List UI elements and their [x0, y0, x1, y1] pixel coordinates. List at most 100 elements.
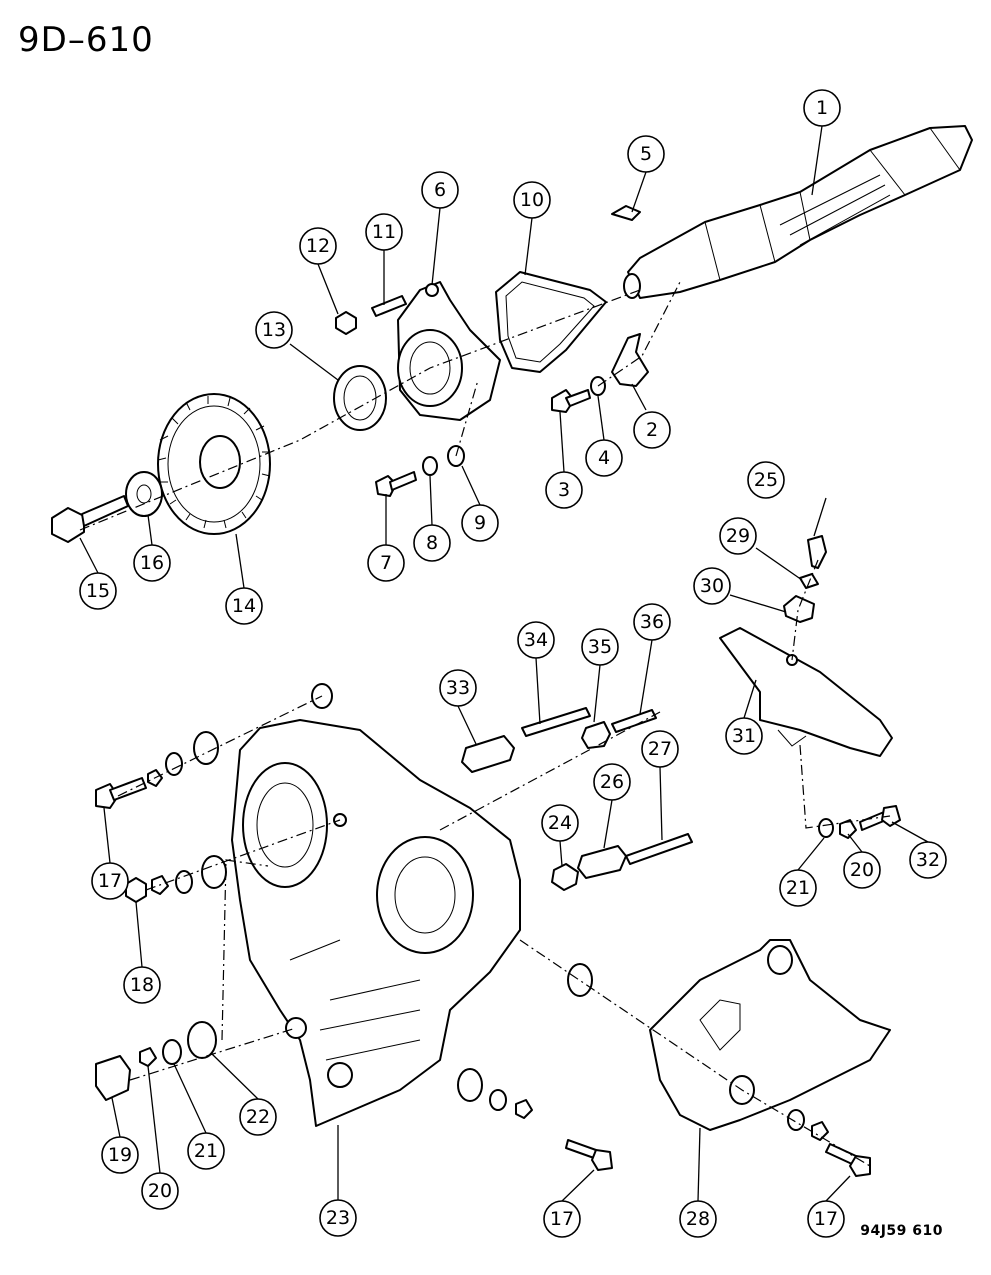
callout-33: 33	[439, 669, 477, 707]
upper-grommet	[193, 731, 219, 765]
bolt-part-17-upper	[95, 777, 147, 809]
clip-part-30	[783, 595, 815, 623]
callout-24: 24	[541, 804, 579, 842]
callout-17-right: 17	[807, 1200, 845, 1238]
bolt-part-17-lower-center	[565, 1139, 613, 1171]
seal-part-13	[333, 365, 387, 431]
callout-label: 14	[232, 595, 256, 617]
bolt-part-17-lower-right	[825, 1143, 871, 1177]
callout-20-right: 20	[843, 851, 881, 889]
upper-washer	[165, 752, 183, 776]
spacer-part-19	[95, 1055, 131, 1101]
lower-axis-cover-vertical	[221, 859, 269, 1041]
callout-label: 35	[588, 636, 612, 658]
lower-axis-studs	[439, 711, 661, 831]
stud-part-36	[611, 709, 657, 733]
callout-27: 27	[641, 730, 679, 768]
callout-label: 32	[916, 849, 940, 871]
bolt-part-15	[51, 495, 129, 543]
lockwasher-part-8	[422, 456, 438, 476]
callout-20: 20	[141, 1172, 179, 1210]
bracket-31-lockwasher	[839, 819, 857, 839]
callout-21-right: 21	[779, 869, 817, 907]
retainer-part-2	[611, 333, 649, 387]
callout-label: 7	[380, 552, 392, 574]
callout-7: 7	[367, 544, 405, 582]
callout-18: 18	[123, 966, 161, 1004]
housing-part-6	[397, 281, 501, 421]
callout-12: 12	[299, 227, 337, 265]
bracket-31-washer	[818, 818, 834, 838]
callout-23: 23	[319, 1199, 357, 1237]
grommet-part-22	[187, 1021, 217, 1059]
callout-label: 12	[306, 235, 330, 257]
callout-label: 31	[732, 725, 756, 747]
stud-part-11	[371, 295, 407, 317]
callout-29: 29	[719, 517, 757, 555]
callout-label: 27	[648, 738, 672, 760]
callout-22: 22	[239, 1098, 277, 1136]
lower-axis-mid-left	[145, 819, 341, 891]
callout-label: 6	[434, 179, 446, 201]
callout-label: 36	[640, 611, 664, 633]
callout-label: 25	[754, 469, 778, 491]
mid-grommet	[201, 855, 227, 889]
callout-label: 29	[726, 525, 750, 547]
washer-part-21	[162, 1039, 182, 1065]
callout-label: 28	[686, 1208, 710, 1230]
callout-label: 17	[98, 870, 122, 892]
callout-4: 4	[585, 439, 623, 477]
callout-15: 15	[79, 572, 117, 610]
callout-1: 1	[803, 89, 841, 127]
sprocket-part-14	[157, 393, 271, 535]
lower-washer	[489, 1089, 507, 1111]
callout-9: 9	[461, 504, 499, 542]
callout-label: 33	[446, 677, 470, 699]
callout-21: 21	[187, 1132, 225, 1170]
callout-label: 21	[786, 877, 810, 899]
bracket-part-28	[649, 939, 891, 1131]
callout-label: 17	[814, 1208, 838, 1230]
callout-label: 10	[520, 189, 544, 211]
nut-part-18	[125, 877, 147, 903]
spacer-part-33	[461, 735, 515, 773]
callout-30: 30	[693, 567, 731, 605]
housing-bolt-axis	[455, 379, 479, 457]
callout-35: 35	[581, 628, 619, 666]
lower-axis-bracket31	[799, 744, 891, 829]
lower-axis-cover-bracket	[519, 939, 871, 1167]
mid-washer	[175, 870, 193, 894]
gasket-part-10	[495, 271, 607, 373]
key-part-5	[611, 205, 641, 221]
lockwasher-part-20	[139, 1047, 157, 1067]
callout-label: 21	[194, 1140, 218, 1162]
callout-17: 17	[91, 862, 129, 900]
callout-3: 3	[545, 471, 583, 509]
callout-34: 34	[517, 621, 555, 659]
lower-bushing	[457, 1068, 483, 1102]
callout-label: 34	[524, 629, 548, 651]
callout-32: 32	[909, 841, 947, 879]
spacer-part-24	[551, 863, 579, 891]
callout-label: 20	[148, 1180, 172, 1202]
callout-label: 26	[600, 771, 624, 793]
callout-label: 3	[558, 479, 570, 501]
callout-16: 16	[133, 544, 171, 582]
callout-label: 5	[640, 143, 652, 165]
callout-28: 28	[679, 1200, 717, 1238]
callout-10: 10	[513, 181, 551, 219]
callout-5: 5	[627, 135, 665, 173]
shaft-part-1	[623, 125, 973, 299]
callout-label: 15	[86, 580, 110, 602]
page-code: 9D–610	[18, 20, 154, 60]
callout-8: 8	[413, 524, 451, 562]
gasket-inner-edge	[505, 281, 595, 363]
drawing-id: 94J59 610	[860, 1223, 943, 1239]
callout-17-center: 17	[543, 1200, 581, 1238]
nut-part-12	[335, 311, 357, 335]
lower-lockwasher	[515, 1099, 533, 1119]
bolt-part-25	[807, 535, 827, 569]
callout-25: 25	[747, 461, 785, 499]
callout-label: 18	[130, 974, 154, 996]
callout-label: 11	[372, 221, 396, 243]
